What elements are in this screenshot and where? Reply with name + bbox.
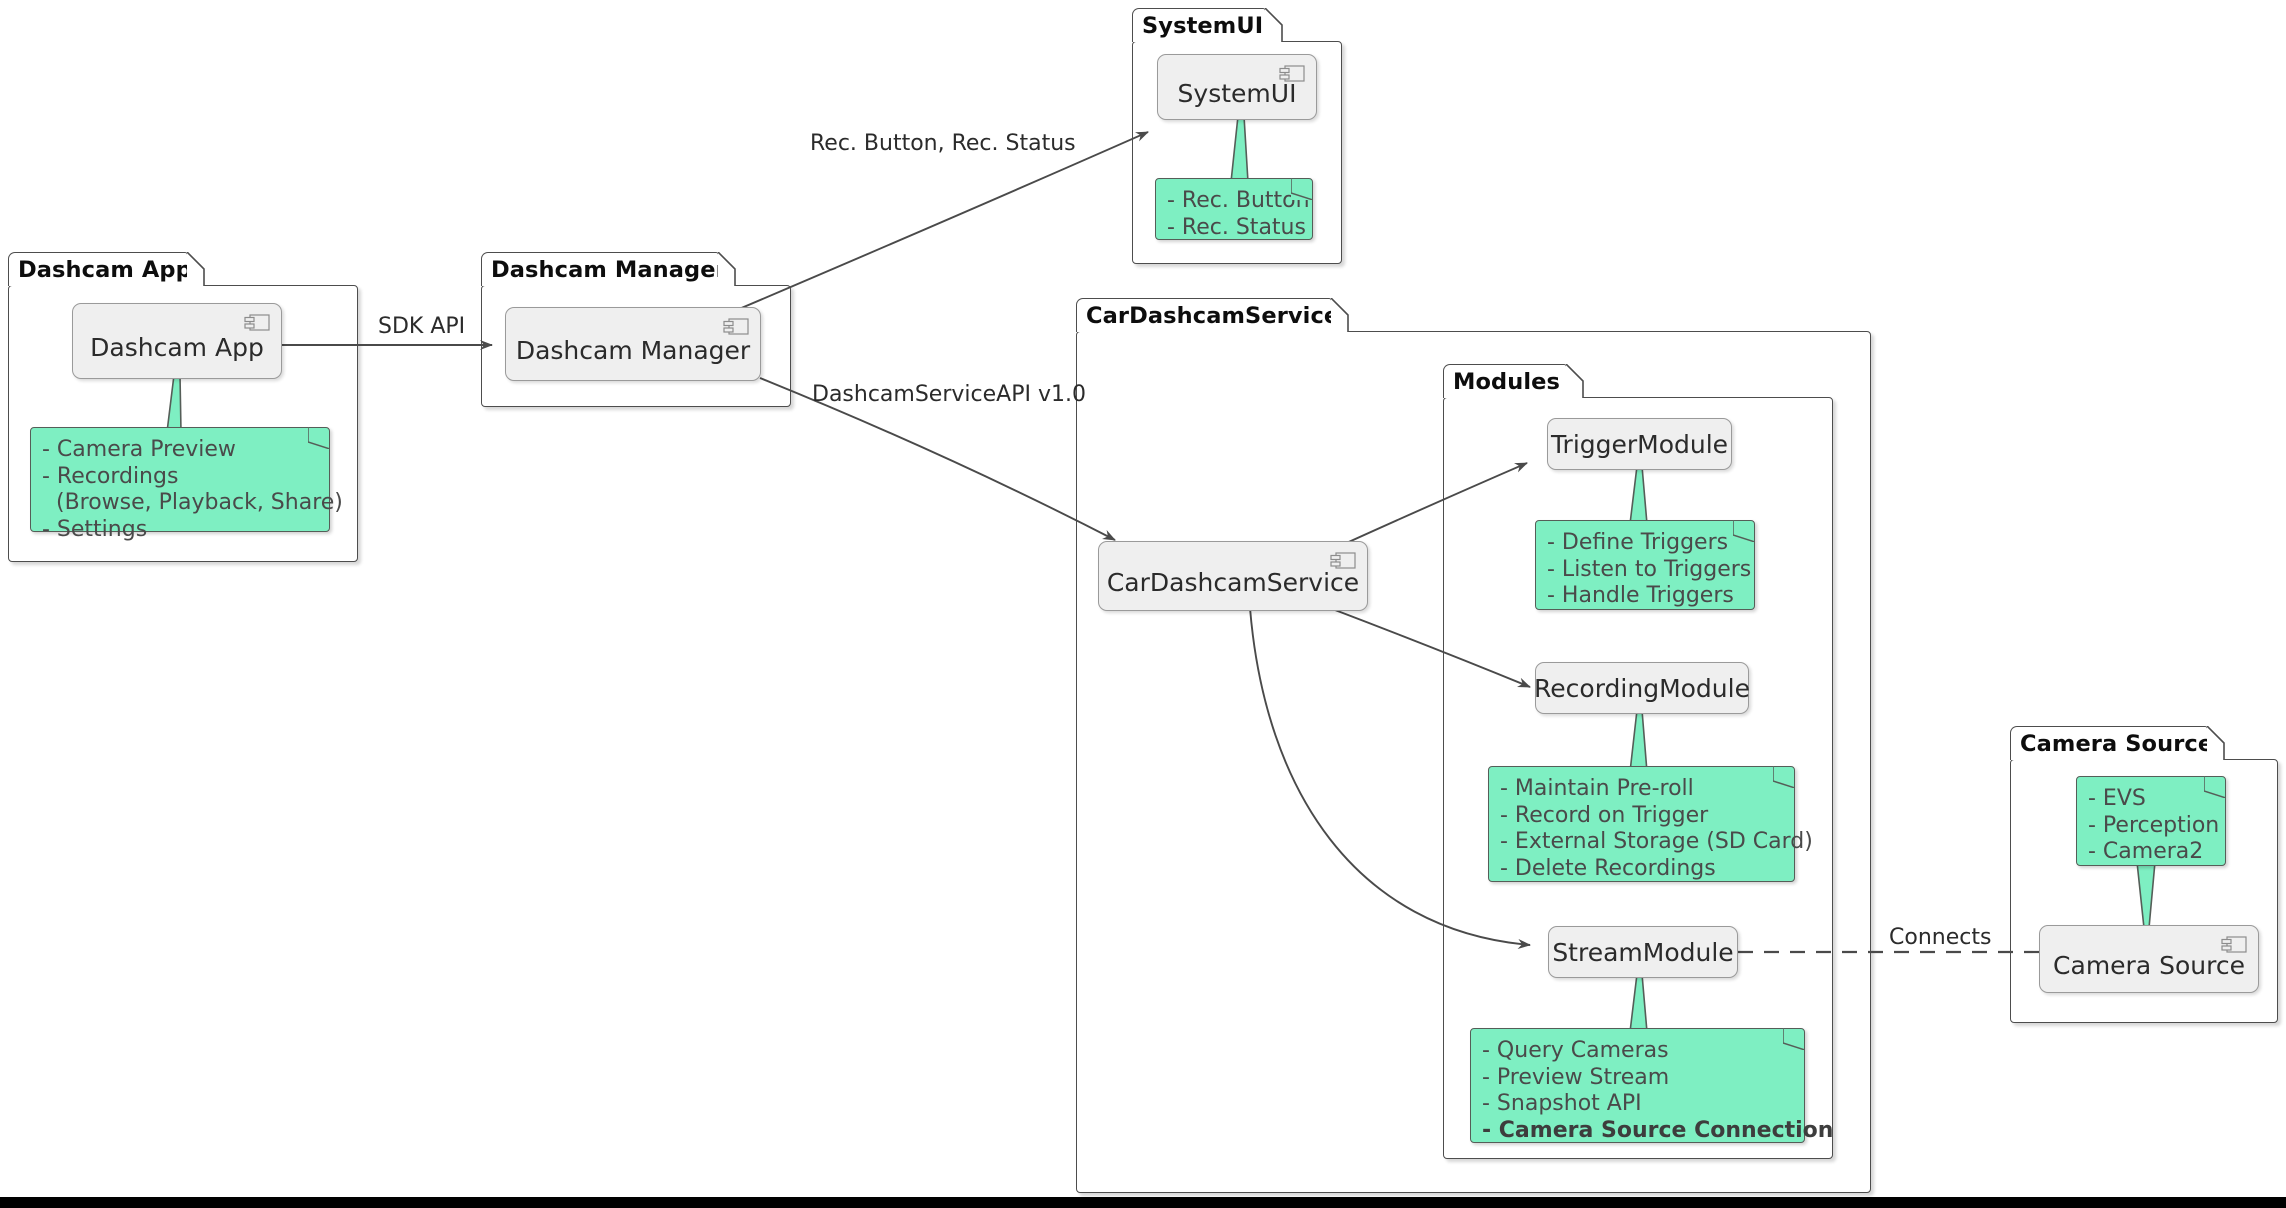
package-tab-slant — [1265, 8, 1283, 42]
note-camera-source: - EVS - Perception - Camera2 — [2076, 776, 2226, 866]
note-connector-dashcam-app — [166, 375, 182, 432]
note-fold-icon — [308, 427, 330, 449]
component-label: SystemUI — [1177, 78, 1297, 108]
note-stream-module: - Query Cameras - Preview Stream - Snaps… — [1470, 1028, 1833, 1143]
module-label: TriggerModule — [1550, 429, 1729, 459]
bottom-band — [0, 1197, 2286, 1208]
component-icon — [1279, 65, 1305, 82]
note-text: - Maintain Pre-roll - Record on Trigger … — [1500, 776, 1813, 881]
package-tab: CarDashcamService — [1076, 298, 1339, 332]
component-car-dashcam-service[interactable]: CarDashcamService — [1098, 541, 1368, 611]
component-label: Dashcam App — [90, 332, 264, 362]
note-text: - EVS - Perception - Camera2 — [2088, 786, 2220, 864]
component-system-ui[interactable]: SystemUI — [1157, 54, 1317, 120]
package-tab-slant — [1331, 298, 1349, 332]
note-connector-system-ui — [1230, 116, 1249, 182]
package-tab: Modules — [1443, 364, 1567, 398]
note-connector-camera-source — [2136, 862, 2156, 928]
module-trigger-module[interactable]: TriggerModule — [1547, 418, 1732, 470]
module-stream-module[interactable]: StreamModule — [1548, 926, 1738, 978]
component-label: Dashcam Manager — [515, 335, 751, 365]
package-label: Dashcam App — [18, 257, 192, 283]
component-dashcam-app[interactable]: Dashcam App — [72, 303, 282, 379]
component-icon — [1330, 552, 1356, 569]
component-label: CarDashcamService — [1106, 567, 1360, 597]
note-text: - Define Triggers - Listen to Triggers -… — [1547, 530, 1752, 608]
package-label: SystemUI — [1142, 13, 1264, 39]
package-tab-slant — [187, 252, 205, 286]
package-tab-slant — [2207, 726, 2225, 760]
component-icon — [2221, 936, 2247, 953]
note-dashcam-app: - Camera Preview - Recordings (Browse, P… — [30, 427, 343, 542]
edge-label-rec-button-status: Rec. Button, Rec. Status — [810, 131, 1076, 156]
note-connector-stream-module — [1629, 974, 1648, 1032]
edge-label-connects: Connects — [1889, 925, 1992, 950]
package-tab-slant — [718, 252, 736, 286]
note-connector-trigger-module — [1629, 466, 1648, 524]
package-label: Camera Source — [2020, 731, 2214, 757]
component-icon — [244, 314, 270, 331]
package-tab: Dashcam App — [8, 252, 192, 286]
note-fold-icon — [1291, 178, 1313, 200]
edge-label-dashcamserviceapi: DashcamServiceAPI v1.0 — [812, 382, 1086, 407]
module-recording-module[interactable]: RecordingModule — [1534, 662, 1750, 714]
package-tab: Dashcam Manager — [481, 252, 727, 286]
note-text: - Rec. Button - Rec. Status — [1167, 188, 1310, 240]
note-trigger-module: - Define Triggers - Listen to Triggers -… — [1535, 520, 1755, 610]
component-icon — [723, 318, 749, 335]
note-system-ui: - Rec. Button - Rec. Status — [1155, 178, 1313, 240]
component-dashcam-manager[interactable]: Dashcam Manager — [505, 307, 761, 381]
note-text: - Query Cameras - Preview Stream - Snaps… — [1482, 1038, 1834, 1143]
component-camera-source[interactable]: Camera Source — [2039, 925, 2259, 993]
module-label: StreamModule — [1552, 937, 1734, 967]
note-recording-module: - Maintain Pre-roll - Record on Trigger … — [1488, 766, 1813, 882]
component-label: Camera Source — [2053, 950, 2245, 980]
note-text: - Camera Preview - Recordings (Browse, P… — [42, 437, 343, 542]
package-tab: Camera Source — [2010, 726, 2213, 760]
note-fold-icon — [1733, 520, 1755, 542]
note-connector-recording-module — [1629, 710, 1648, 772]
note-fold-icon — [1773, 766, 1795, 788]
note-fold-icon — [1783, 1028, 1805, 1050]
module-label: RecordingModule — [1534, 673, 1750, 703]
package-tab-slant — [1566, 364, 1584, 398]
package-label: Modules — [1453, 369, 1561, 395]
package-label: Dashcam Manager — [491, 257, 727, 283]
note-fold-icon — [2204, 776, 2226, 798]
package-tab: SystemUI — [1132, 8, 1266, 42]
edge-label-sdk-api: SDK API — [378, 314, 466, 339]
package-label: CarDashcamService — [1086, 303, 1340, 329]
